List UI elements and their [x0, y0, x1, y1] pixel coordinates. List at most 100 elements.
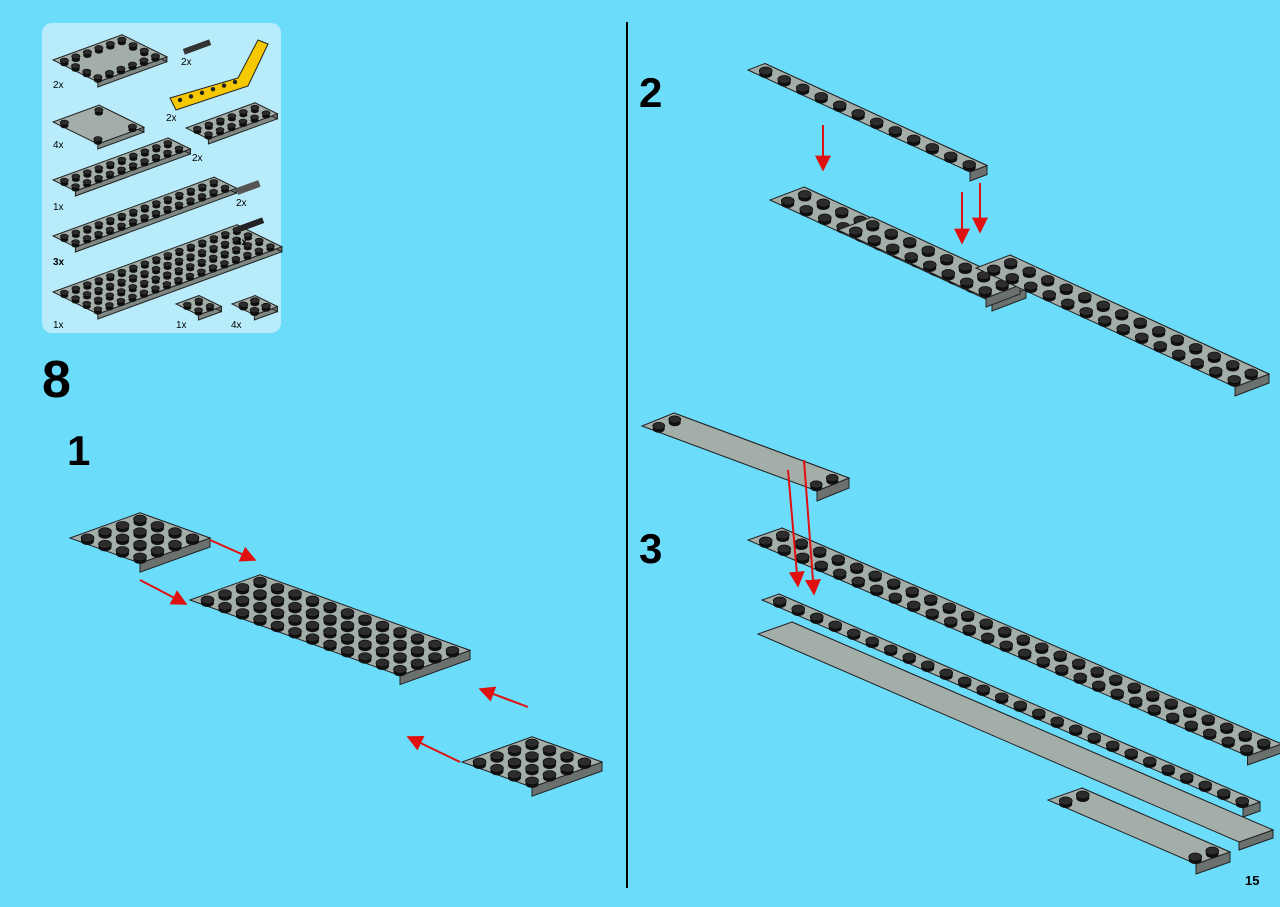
- stud: [925, 143, 940, 152]
- stud: [865, 220, 880, 229]
- red-arrow: [803, 459, 821, 596]
- stud: [117, 212, 127, 219]
- stud: [410, 646, 425, 655]
- liftarm-part: [169, 39, 269, 111]
- qty-label: 3x: [53, 257, 65, 268]
- stud: [105, 170, 115, 177]
- stud: [175, 191, 184, 198]
- stud: [445, 646, 460, 655]
- stud: [71, 183, 80, 189]
- stud: [1221, 736, 1236, 746]
- stud: [1071, 658, 1086, 668]
- stud: [906, 600, 921, 610]
- stud: [168, 527, 182, 537]
- stud: [797, 190, 812, 199]
- stud: [885, 243, 900, 253]
- qty-label: 4x: [236, 237, 248, 248]
- stud: [82, 68, 92, 75]
- stud: [270, 595, 285, 605]
- stud: [266, 243, 275, 249]
- stud: [194, 307, 203, 313]
- stud: [174, 145, 184, 152]
- stud: [358, 639, 372, 649]
- stud: [525, 763, 539, 773]
- stud: [94, 45, 104, 51]
- stud: [1145, 690, 1160, 700]
- stud: [98, 539, 112, 549]
- stud: [1219, 722, 1234, 732]
- stud: [127, 123, 137, 130]
- stud: [358, 652, 372, 662]
- stud: [1244, 368, 1259, 378]
- stud: [105, 282, 115, 289]
- stud: [197, 249, 207, 255]
- stud: [200, 595, 215, 605]
- stud: [888, 592, 903, 602]
- stud: [323, 614, 337, 624]
- stud: [869, 584, 884, 594]
- stud: [959, 277, 974, 287]
- stud: [253, 589, 267, 599]
- stud: [1073, 672, 1088, 682]
- stud: [116, 288, 126, 294]
- stud: [94, 174, 103, 181]
- stud: [1184, 720, 1199, 730]
- stud: [243, 232, 253, 238]
- stud: [151, 209, 161, 216]
- stud: [288, 627, 302, 636]
- stud: [198, 183, 207, 190]
- stud: [175, 247, 184, 254]
- stud: [1182, 706, 1197, 716]
- stud: [163, 261, 172, 268]
- plate-top: [974, 254, 1271, 388]
- stud: [922, 260, 937, 270]
- stud: [758, 536, 773, 546]
- stud: [1114, 309, 1129, 318]
- stud: [814, 92, 829, 101]
- stud: [139, 289, 149, 296]
- stud: [140, 260, 150, 267]
- stud: [270, 608, 285, 617]
- stud: [831, 554, 846, 564]
- qty-label: 1x: [53, 202, 64, 213]
- stud: [393, 627, 407, 636]
- stud: [163, 196, 173, 202]
- stud: [59, 119, 69, 126]
- stud: [129, 264, 138, 271]
- stud: [1110, 688, 1125, 698]
- stud: [209, 188, 218, 195]
- stud: [106, 273, 115, 279]
- stud: [133, 539, 147, 549]
- stud: [1238, 730, 1253, 740]
- stud: [393, 652, 407, 662]
- liftarm-hole: [188, 94, 194, 99]
- stud: [220, 184, 230, 191]
- stud: [82, 179, 92, 185]
- plate-top: [640, 412, 851, 492]
- stud: [105, 40, 115, 47]
- stud: [93, 306, 103, 312]
- stud: [1003, 258, 1018, 267]
- stud: [83, 225, 92, 232]
- stud: [1239, 744, 1254, 754]
- stud: [869, 117, 884, 127]
- stud: [799, 205, 814, 214]
- stud: [218, 589, 232, 599]
- stud: [60, 289, 69, 296]
- stud: [1053, 650, 1068, 660]
- stud: [71, 63, 81, 70]
- stud: [939, 254, 954, 263]
- stud: [1170, 334, 1185, 344]
- stud: [868, 570, 883, 580]
- stud: [323, 639, 337, 649]
- liftarm-hole: [199, 90, 205, 96]
- stud: [542, 770, 557, 779]
- stud: [976, 684, 991, 694]
- stud: [93, 136, 103, 143]
- stud: [128, 218, 138, 224]
- qty-label: 1x: [53, 320, 64, 331]
- stud: [139, 47, 149, 54]
- stud: [1075, 790, 1090, 800]
- stud: [93, 74, 103, 81]
- qty-label: 2x: [181, 57, 192, 68]
